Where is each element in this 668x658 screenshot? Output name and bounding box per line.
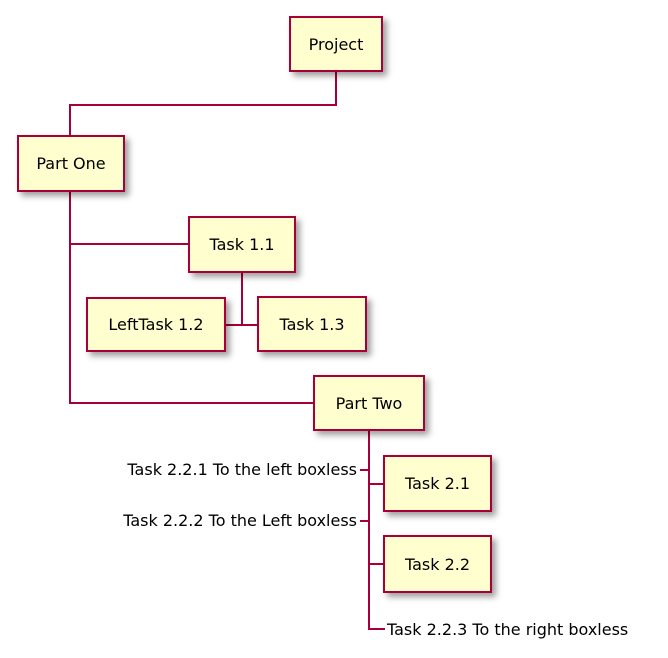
connector-task221-tick bbox=[360, 469, 370, 471]
wbs-node-lefttask-1-2: LeftTask 1.2 bbox=[86, 297, 226, 352]
wbs-node-task-1-3: Task 1.3 bbox=[257, 296, 367, 352]
wbs-node-lefttask-1-2-label: LeftTask 1.2 bbox=[108, 315, 204, 334]
connector-parttwo-branch bbox=[69, 402, 313, 404]
connector-task21-branch bbox=[368, 483, 383, 485]
wbs-node-task-2-2: Task 2.2 bbox=[383, 535, 492, 593]
connector-task223-tick bbox=[368, 628, 385, 630]
connector-project-down bbox=[335, 71, 337, 106]
connector-task222-tick bbox=[360, 520, 370, 522]
wbs-node-task-1-1-label: Task 1.1 bbox=[209, 235, 275, 254]
wbs-node-task-1-1: Task 1.1 bbox=[188, 216, 296, 273]
wbs-boxless-task-2-2-1: Task 2.2.1 To the left boxless bbox=[127, 460, 357, 479]
wbs-node-part-two-label: Part Two bbox=[335, 393, 403, 413]
connector-project-partone-h bbox=[69, 104, 337, 106]
wbs-node-part-two: Part Two bbox=[313, 375, 425, 431]
wbs-node-part-one: Part One bbox=[17, 135, 125, 192]
wbs-node-task-1-3-label: Task 1.3 bbox=[279, 314, 345, 334]
wbs-boxless-task-2-2-2: Task 2.2.2 To the Left boxless bbox=[123, 511, 357, 530]
wbs-node-task-2-1-label: Task 2.1 bbox=[404, 474, 471, 493]
wbs-node-project-label: Project bbox=[308, 34, 364, 54]
wbs-node-task-2-1: Task 2.1 bbox=[383, 455, 492, 512]
wbs-node-project: Project bbox=[289, 16, 383, 72]
wbs-node-part-one-label: Part One bbox=[36, 154, 106, 173]
connector-task11-branch bbox=[69, 243, 188, 245]
connector-task11-down bbox=[241, 273, 243, 326]
connector-parttwo-trunk bbox=[368, 431, 370, 630]
connector-partone-top bbox=[69, 104, 71, 135]
connector-task12-task13 bbox=[226, 324, 257, 326]
connector-partone-trunk bbox=[69, 192, 71, 404]
connector-task22-branch bbox=[368, 563, 383, 565]
wbs-node-task-2-2-label: Task 2.2 bbox=[404, 554, 471, 574]
wbs-boxless-task-2-2-3: Task 2.2.3 To the right boxless bbox=[387, 620, 629, 639]
